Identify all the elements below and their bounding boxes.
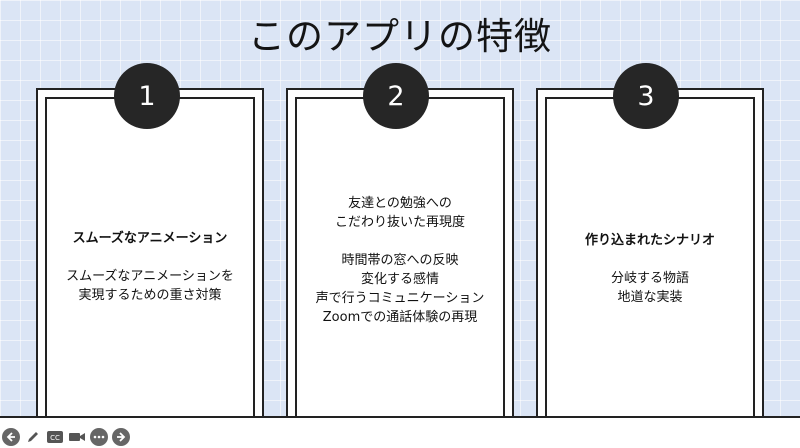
feature-number-badge-1: 1 <box>114 63 180 129</box>
feature-card-1: スムーズなアニメーション スムーズなアニメーションを 実現するための重さ対策 <box>36 88 264 418</box>
feature-card-2-heading-line: 友達との勉強への <box>348 196 452 211</box>
video-camera-icon <box>69 433 85 441</box>
captions-icon: CC <box>47 431 63 443</box>
feature-card-2-line: 声で行うコミュニケーション <box>315 291 485 306</box>
feature-card-2-line: Zoomでの通話体験の再現 <box>322 310 478 325</box>
feature-card-3-heading: 作り込まれたシナリオ <box>584 232 715 248</box>
back-arrow-icon <box>6 432 15 442</box>
presentation-toolbar: CC <box>0 426 130 448</box>
captions-button[interactable]: CC <box>46 428 64 446</box>
next-slide-button[interactable] <box>112 428 130 446</box>
feature-card-2-heading-line: こだわり抜いた再現度 <box>334 215 465 230</box>
feature-card-3: 作り込まれたシナリオ 分岐する物語 地道な実装 <box>536 88 764 418</box>
slide-baseline <box>0 416 800 418</box>
more-icon <box>93 435 105 439</box>
pen-icon <box>28 432 38 442</box>
feature-card-2-content: 友達との勉強への こだわり抜いた再現度 時間帯の窓への反映 変化する感情 声で行… <box>295 97 505 418</box>
feature-card-1-content: スムーズなアニメーション スムーズなアニメーションを 実現するための重さ対策 <box>45 97 255 418</box>
feature-card-3-line: 分岐する物語 <box>610 270 689 286</box>
previous-slide-button[interactable] <box>2 428 20 446</box>
more-options-button[interactable] <box>90 428 108 446</box>
svg-text:CC: CC <box>50 434 60 442</box>
feature-card-2-line: 変化する感情 <box>360 272 439 287</box>
feature-card-3-content: 作り込まれたシナリオ 分岐する物語 地道な実装 <box>545 97 755 418</box>
feature-card-2: 友達との勉強への こだわり抜いた再現度 時間帯の窓への反映 変化する感情 声で行… <box>286 88 514 418</box>
feature-card-1-heading: スムーズなアニメーション <box>72 230 228 246</box>
feature-number-badge-3: 3 <box>613 63 679 129</box>
feature-number-badge-2: 2 <box>363 63 429 129</box>
feature-card-1-line: 実現するための重さ対策 <box>78 287 222 303</box>
forward-arrow-icon <box>117 432 126 442</box>
slide-canvas: このアプリの特徴 スムーズなアニメーション スムーズなアニメーションを 実現する… <box>0 0 800 418</box>
video-button[interactable] <box>68 428 86 446</box>
feature-card-3-line: 地道な実装 <box>617 289 683 305</box>
slide-title: このアプリの特徴 <box>248 15 552 58</box>
feature-card-1-line: スムーズなアニメーションを <box>66 268 234 284</box>
pen-tool-button[interactable] <box>24 428 42 446</box>
feature-card-2-line: 時間帯の窓への反映 <box>341 253 459 268</box>
